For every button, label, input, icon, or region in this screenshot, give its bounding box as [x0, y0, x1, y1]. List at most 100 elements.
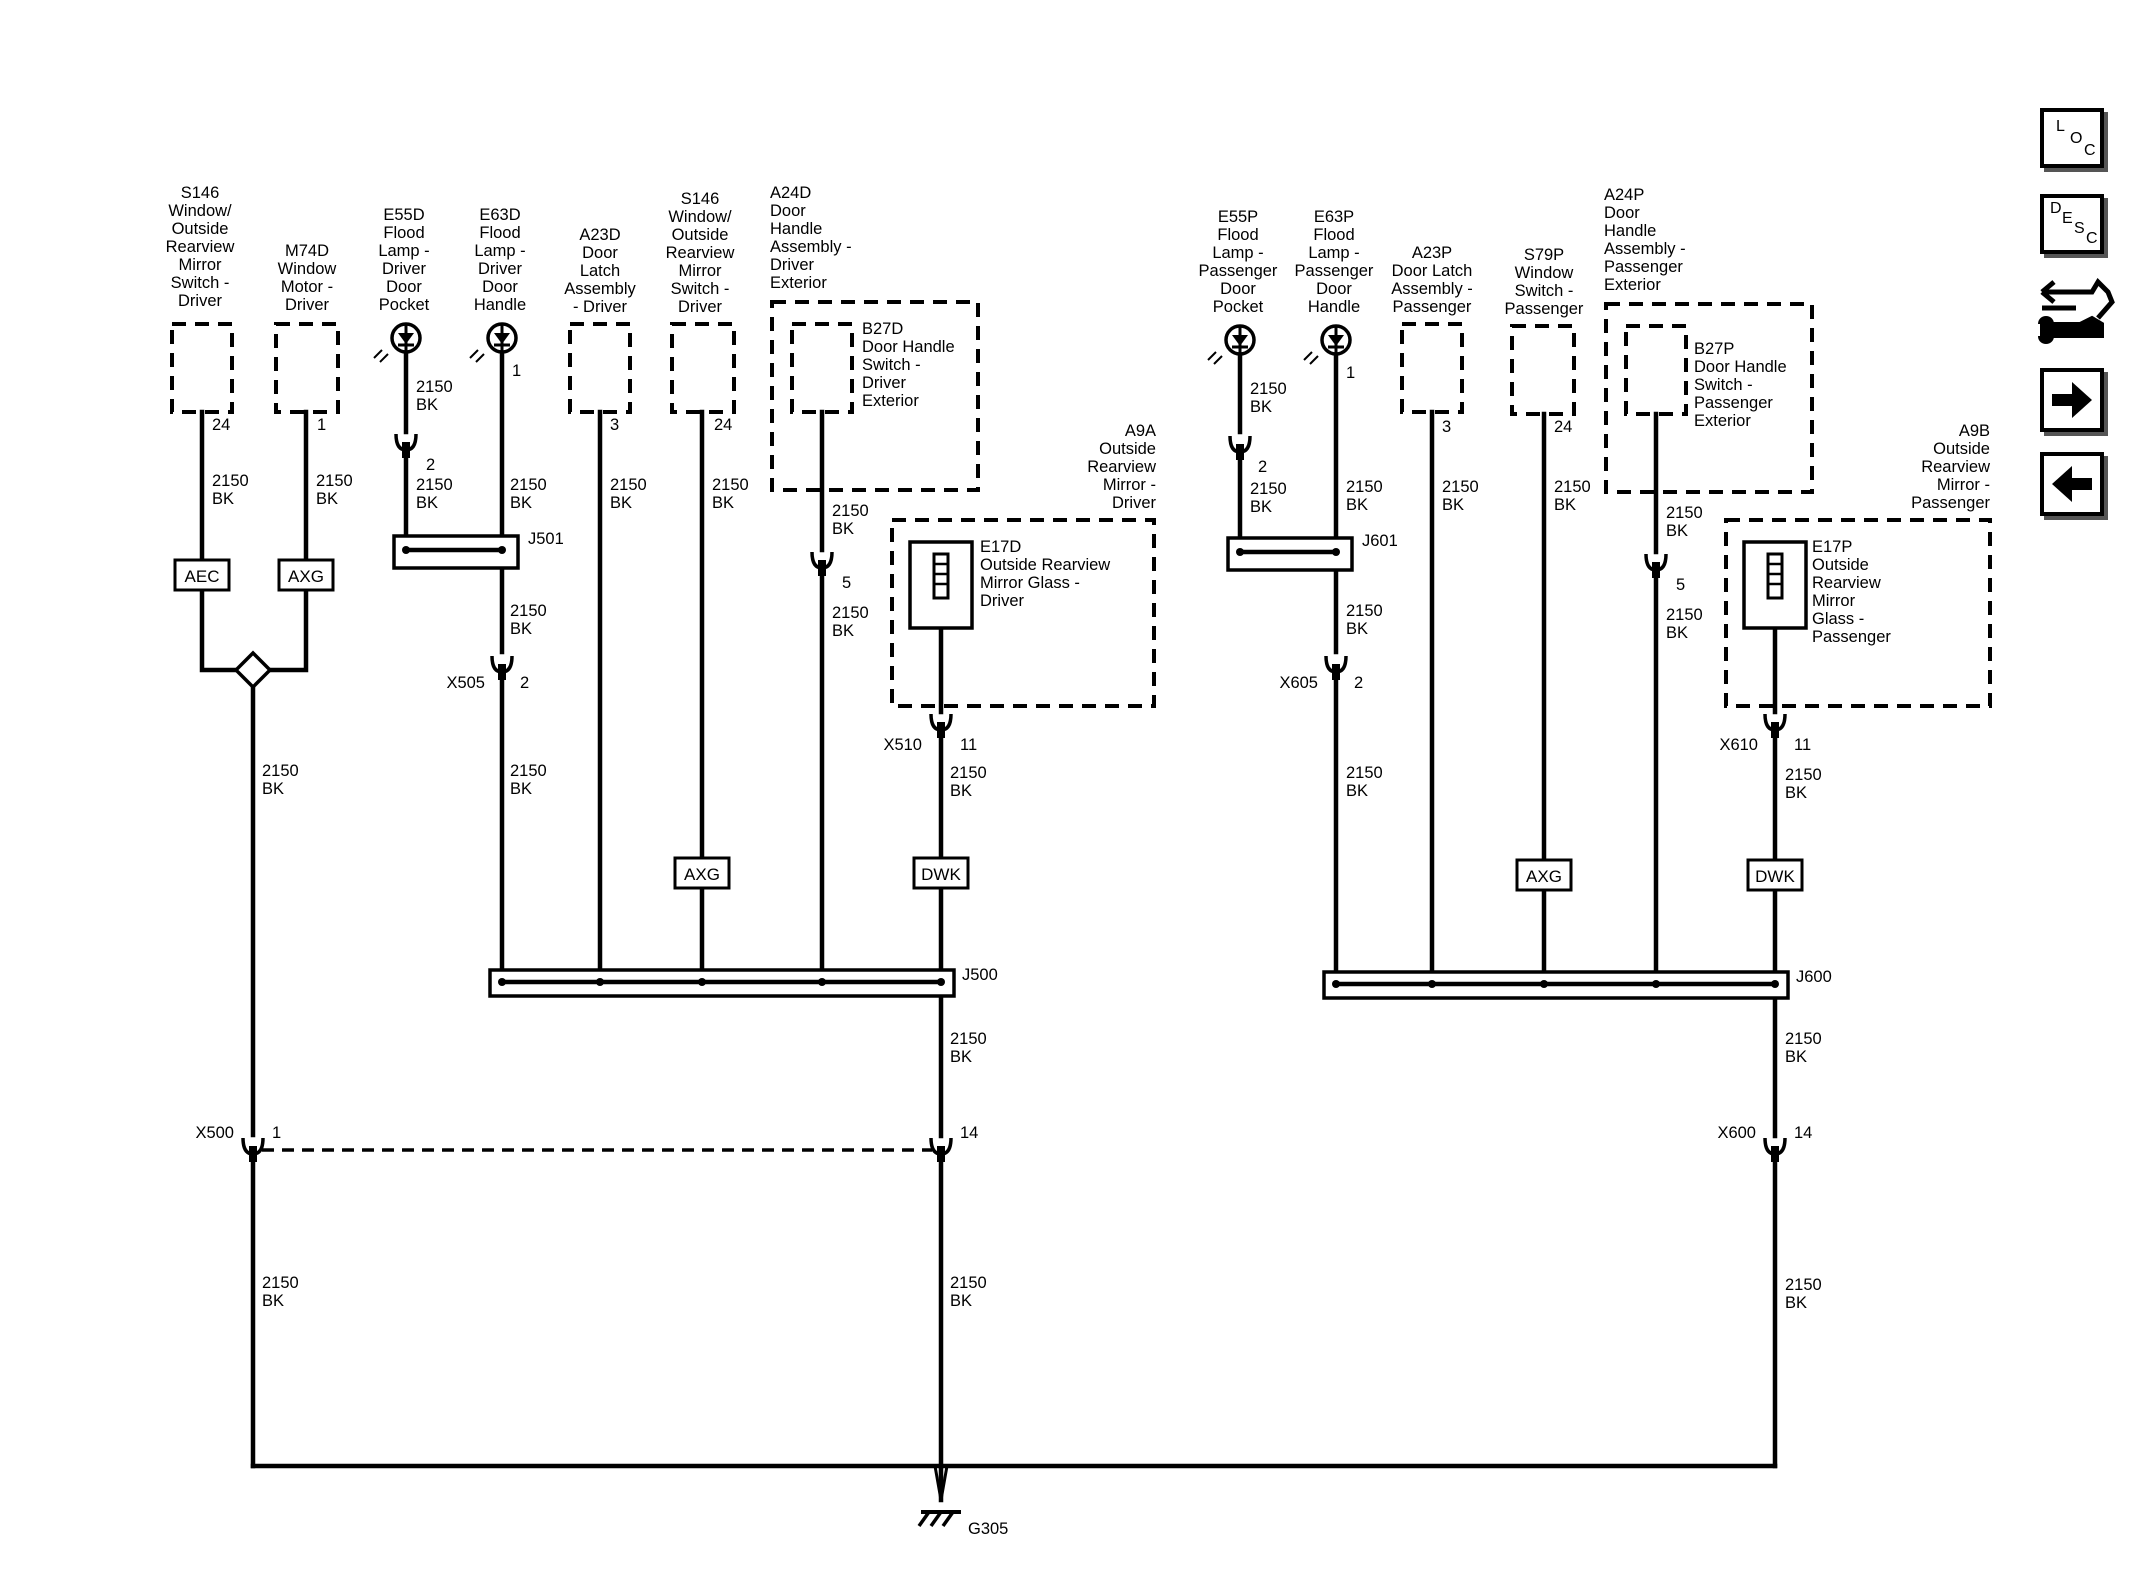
s79p-title-line: Switch -	[1515, 282, 1574, 300]
a23d-title-line: A23D	[579, 226, 620, 244]
g305-label: G305	[968, 1520, 1008, 1538]
e55d-title-line: E55D	[383, 206, 424, 224]
s146-right-title-line: Switch -	[671, 280, 730, 298]
m74d-pin: 1	[317, 416, 326, 434]
w-x605-b-circuit: 2150	[1346, 764, 1383, 782]
axg-tag-1	[277, 558, 335, 592]
w-e55d-b-color: BK	[416, 494, 438, 512]
e63p-title-line: Passenger	[1295, 262, 1374, 280]
a9b-title-line: A9B	[1959, 422, 1990, 440]
s146-right-title-line: Rearview	[666, 244, 735, 262]
e55p-lamp-rays	[1207, 351, 1223, 365]
b27p-box	[1624, 324, 1688, 416]
w-x505-b-circuit: 2150	[510, 762, 547, 780]
a24d-box	[770, 300, 980, 492]
e17p-title-line: Mirror	[1812, 592, 1856, 610]
b27d-title-line: Switch -	[862, 356, 921, 374]
e55p-title-line: Pocket	[1213, 298, 1264, 316]
s146-left-title-line: S146	[181, 184, 220, 202]
s146-left-title-line: Rearview	[166, 238, 235, 256]
b27p-pin: 5	[1676, 576, 1685, 594]
e63d-title-line: Flood	[479, 224, 520, 242]
w-trunk-b-circuit: 2150	[262, 1274, 299, 1292]
aec-tag-label: AEC	[185, 567, 220, 586]
w-e55p-b-color: BK	[1250, 498, 1272, 516]
x610-pin: 11	[1794, 736, 1811, 754]
j500-splice-node	[937, 978, 945, 986]
e63d-lamp-rays	[469, 349, 485, 363]
j600-splice-node	[1540, 980, 1548, 988]
next-arrow-icon[interactable]	[2040, 368, 2104, 432]
e55d-conn-pin	[402, 442, 410, 458]
e17p-title-line: Rearview	[1812, 574, 1881, 592]
w-b27p-a-circuit: 2150	[1666, 504, 1703, 522]
j500-splice-node	[498, 978, 506, 986]
dwk-tag-1-label: DWK	[921, 865, 961, 884]
w-e55d-a-circuit: 2150	[416, 378, 453, 396]
b27d-title-line: Exterior	[862, 392, 919, 410]
w-s79p-a-circuit: 2150	[1554, 478, 1591, 496]
desc-button[interactable]: D E S C	[2040, 194, 2104, 254]
w-j600-out-color: BK	[1785, 1048, 1807, 1066]
w-e55p-a-color: BK	[1250, 398, 1272, 416]
e17p-title-line: E17P	[1812, 538, 1852, 556]
e63d-title-line: Lamp -	[474, 242, 525, 260]
e63p-title-line: E63P	[1314, 208, 1354, 226]
a23p-pin: 3	[1442, 418, 1451, 436]
j500-splice-node	[818, 978, 826, 986]
w-b27p-b-color: BK	[1666, 624, 1688, 642]
a24d-title-line: Assembly -	[770, 238, 852, 256]
e55d-title-line: Lamp -	[378, 242, 429, 260]
e55d-title-line: Pocket	[379, 296, 430, 314]
w-x605-b-color: BK	[1346, 782, 1368, 800]
j500-splice-node	[596, 978, 604, 986]
x500-label: X500	[195, 1124, 234, 1142]
e55d-title-line: Flood	[383, 224, 424, 242]
a9a-title-line: A9A	[1125, 422, 1156, 440]
x510-conn-pin	[937, 722, 945, 738]
connector-icon[interactable]	[2036, 277, 2116, 348]
w-x610-b-circuit: 2150	[1785, 766, 1822, 784]
w-e63p-a-circuit: 2150	[1346, 478, 1383, 496]
a9b-title-line: Mirror -	[1937, 476, 1990, 494]
w-trunk-a-color: BK	[262, 780, 284, 798]
m74d-title-line: Motor -	[281, 278, 333, 296]
j601-label: J601	[1362, 532, 1398, 550]
b27d-title-line: Door Handle	[862, 338, 955, 356]
axg-tag-3-label: AXG	[1526, 867, 1562, 886]
w-x510-b-color: BK	[950, 782, 972, 800]
j501-splice-node	[498, 546, 506, 554]
w-b27d-a-color: BK	[832, 520, 854, 538]
w-e63p-b-color: BK	[1346, 620, 1368, 638]
s79p-title-line: S79P	[1524, 246, 1564, 264]
b27p-title-line: B27P	[1694, 340, 1734, 358]
b27d-title-line: B27D	[862, 320, 903, 338]
g305-ground-tick	[917, 1510, 931, 1528]
a23d-title-line: Assembly	[564, 280, 636, 298]
b27d-conn-pin	[818, 560, 826, 576]
x610-label: X610	[1719, 736, 1758, 754]
wires	[199, 349, 1778, 1503]
a24p-title-line: Exterior	[1604, 276, 1661, 294]
loc-c: C	[2084, 142, 2096, 159]
e63p-pin: 1	[1346, 364, 1355, 382]
aec-tag	[173, 558, 231, 592]
x505-pin: 2	[520, 674, 529, 692]
b27d-title-line: Driver	[862, 374, 907, 392]
a23d-title-line: - Driver	[573, 298, 628, 316]
a23p-box	[1400, 322, 1464, 414]
a24p-box	[1604, 302, 1814, 494]
a23p-title-line: Assembly -	[1391, 280, 1473, 298]
back-arrow-icon[interactable]	[2040, 452, 2104, 516]
s146-left-box	[170, 322, 234, 414]
loc-button[interactable]: L O C	[2040, 108, 2104, 168]
s79p-title-line: Passenger	[1505, 300, 1584, 318]
a23p-title-line: A23P	[1412, 244, 1452, 262]
a24d-title-line: Door	[770, 202, 806, 220]
axg-tag-3	[1515, 858, 1573, 892]
e63d-title-line: Handle	[474, 296, 526, 314]
desc-d: D	[2050, 200, 2062, 217]
w-mid-bottom-lbl-color: BK	[950, 1292, 972, 1310]
x605-label: X605	[1279, 674, 1318, 692]
